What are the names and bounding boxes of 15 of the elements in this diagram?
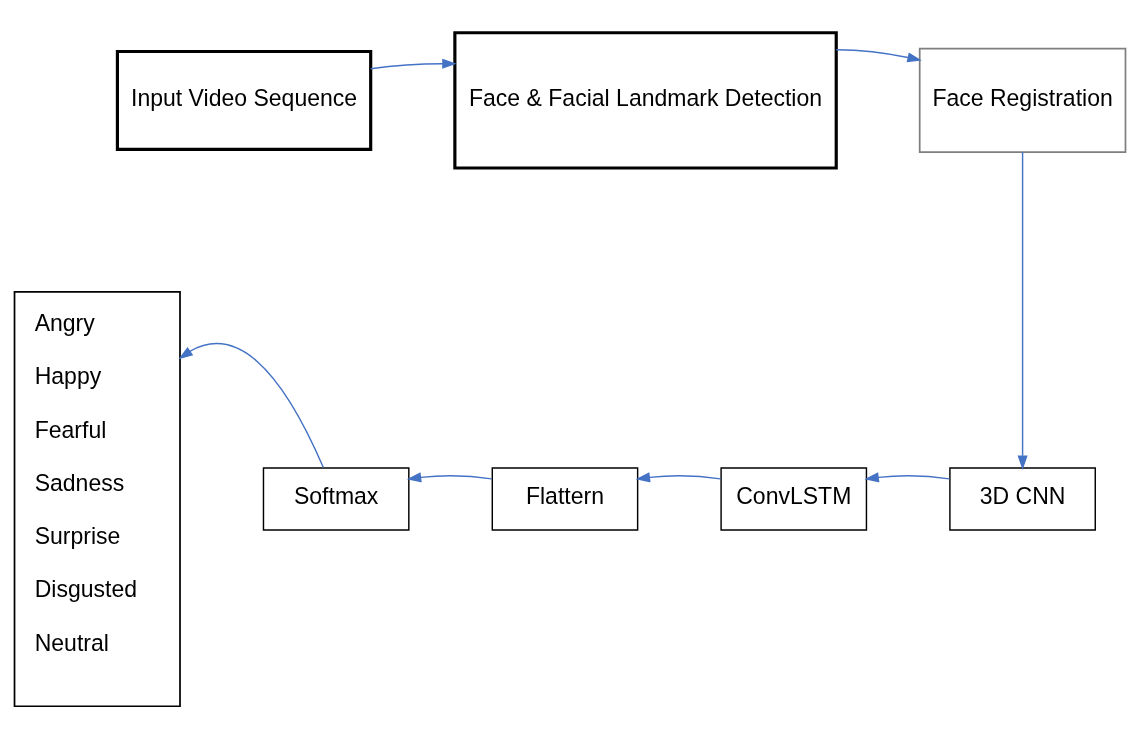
arrow xyxy=(369,58,457,69)
node-box: 3D CNN xyxy=(949,466,1096,531)
node-box: Softmax xyxy=(262,466,410,531)
node-box: Face Registration xyxy=(918,47,1127,153)
node-box: ConvLSTM xyxy=(720,466,868,531)
arrow xyxy=(635,471,722,482)
arrow xyxy=(1017,151,1028,470)
arrow xyxy=(835,48,922,62)
arrow xyxy=(864,471,951,482)
node-box: Angry Happy Fearful Sadness Surprise Disgusted Neutral xyxy=(13,290,181,707)
node-box: Flattern xyxy=(491,466,639,531)
node-box: Face & Facial Landmark Detection xyxy=(453,30,838,170)
arrow xyxy=(406,471,493,482)
arrow xyxy=(178,342,325,468)
node-box: Input Video Sequence xyxy=(115,49,373,151)
